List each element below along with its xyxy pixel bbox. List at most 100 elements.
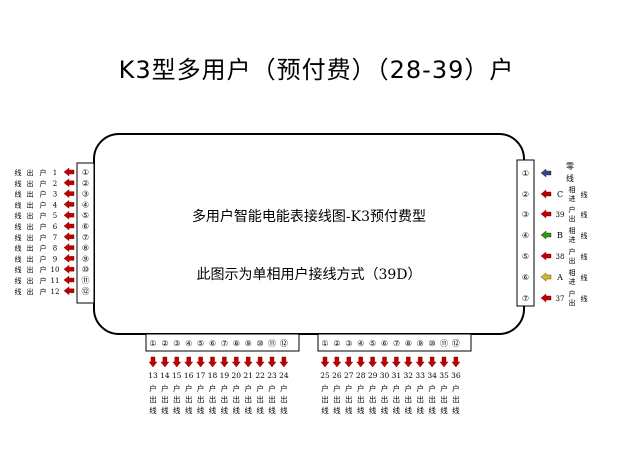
- bottom-group1-char-xian: 线: [256, 405, 264, 415]
- bottom-group1-char-hu: 户: [173, 383, 181, 393]
- bottom-group2-char-hu: 户: [452, 383, 460, 393]
- left-household-number: 12: [51, 288, 60, 296]
- left-terminal-block: [76, 162, 95, 304]
- bottom-group1-char-xian: 线: [221, 405, 229, 415]
- bottom-group2-out-arrow: [403, 356, 413, 368]
- meter-body: [93, 133, 525, 335]
- left-char-hu: 户: [40, 190, 47, 199]
- bottom-group1-char-chu: 出: [244, 394, 252, 404]
- right-household-number: 37: [556, 295, 565, 303]
- right-phase-char: 线: [581, 190, 588, 199]
- bottom-group1-char-xian: 线: [280, 405, 288, 415]
- bottom-group1-char-xian: 线: [209, 405, 217, 415]
- bottom-group1-terminal-label: ③: [173, 339, 180, 348]
- bottom-group1-out-arrow: [148, 356, 158, 368]
- left-char-hu: 户: [40, 179, 47, 188]
- bottom-group1-terminal-label: ⑫: [280, 339, 288, 348]
- bottom-group2-char-xian: 线: [345, 405, 353, 415]
- bottom-group1-out-arrow: [279, 356, 289, 368]
- left-char-hu: 户: [40, 244, 47, 253]
- bottom-group2-out-arrow: [451, 356, 461, 368]
- bottom-group1-household-number: 16: [184, 371, 194, 380]
- bottom-group2-out-arrow: [332, 356, 342, 368]
- bottom-group2-terminal-label: ⑩: [429, 339, 436, 348]
- left-out-arrow: [63, 286, 75, 296]
- left-char-chu: 出: [27, 168, 34, 177]
- bottom-group2-char-xian: 线: [416, 405, 424, 415]
- bottom-group1-char-xian: 线: [233, 405, 241, 415]
- left-household-number: 9: [53, 255, 57, 263]
- bottom-group1-terminal-label: ⑥: [209, 339, 216, 348]
- bottom-group2-char-xian: 线: [357, 405, 365, 415]
- bottom-group1-char-chu: 出: [173, 394, 181, 404]
- left-terminal-label: ⑥: [82, 222, 89, 231]
- right-zero-char: 线: [566, 173, 574, 183]
- left-household-number: 11: [51, 277, 60, 285]
- left-char-xian: 线: [15, 287, 22, 296]
- left-char-hu: 户: [40, 276, 47, 285]
- bottom-group2-char-hu: 户: [405, 383, 413, 393]
- left-terminal-label: ⑧: [82, 244, 89, 253]
- right-phase-char: 进: [569, 278, 576, 286]
- left-out-arrow: [63, 221, 75, 231]
- bottom-group1-char-hu: 户: [185, 383, 193, 393]
- bottom-group1-char-hu: 户: [256, 383, 264, 393]
- bottom-group2-char-xian: 线: [452, 405, 460, 415]
- bottom-group1-household-number: 14: [160, 371, 170, 380]
- right-out-char: 出: [569, 298, 576, 307]
- bottom-group1-out-arrow: [255, 356, 265, 368]
- bottom-group1-terminal-label: ①: [149, 339, 156, 348]
- left-out-arrow: [63, 253, 75, 263]
- meter-subcaption: 此图示为单相用户接线方式（39D）: [196, 267, 422, 283]
- left-terminal-label: ⑤: [82, 211, 89, 220]
- bottom-group1-char-xian: 线: [185, 405, 193, 415]
- bottom-group2-terminal-label: ③: [345, 339, 352, 348]
- bottom-group1-char-hu: 户: [233, 383, 241, 393]
- left-char-chu: 出: [27, 190, 34, 199]
- bottom-group2-out-arrow: [415, 356, 425, 368]
- right-out-char: 出: [569, 214, 576, 223]
- bottom-group1-char-hu: 户: [197, 383, 205, 393]
- bottom-group2-char-xian: 线: [428, 405, 436, 415]
- left-char-hu: 户: [40, 200, 47, 209]
- right-out-arrow: [540, 293, 552, 303]
- bottom-group2-household-number: 32: [404, 371, 414, 380]
- bottom-group1-char-hu: 户: [244, 383, 252, 393]
- bottom-group1-out-arrow: [184, 356, 194, 368]
- bottom-group1-char-hu: 户: [268, 383, 276, 393]
- bottom-group1-out-arrow: [172, 356, 182, 368]
- right-out-char: 户: [569, 289, 576, 298]
- left-char-xian: 线: [15, 168, 22, 177]
- bottom-group2-out-arrow: [320, 356, 330, 368]
- left-household-number: 10: [51, 266, 60, 274]
- bottom-group1-household-number: 17: [196, 371, 206, 380]
- right-out-char: 户: [569, 247, 576, 256]
- bottom-group1-household-number: 19: [220, 371, 230, 380]
- bottom-group1-out-arrow: [231, 356, 241, 368]
- bottom-group1-char-hu: 户: [161, 383, 169, 393]
- left-out-arrow: [63, 275, 75, 285]
- left-char-xian: 线: [15, 244, 22, 253]
- left-terminal-label: ⑪: [82, 276, 90, 285]
- right-phase-char: 进: [569, 236, 576, 244]
- bottom-group1-char-chu: 出: [149, 394, 157, 404]
- left-char-xian: 线: [15, 222, 22, 231]
- bottom-group2-char-hu: 户: [321, 383, 329, 393]
- left-char-xian: 线: [15, 200, 22, 209]
- right-terminal-label: ⑦: [522, 294, 529, 303]
- left-char-chu: 出: [27, 244, 34, 253]
- bottom-group1-char-chu: 出: [256, 394, 264, 404]
- right-household-number: 38: [556, 253, 565, 261]
- zero-line-arrow: [540, 168, 552, 178]
- bottom-group2-char-chu: 出: [405, 394, 413, 404]
- phase-in-arrow: [540, 189, 552, 199]
- left-char-xian: 线: [15, 211, 22, 220]
- right-terminal-label: ③: [522, 210, 529, 219]
- left-char-hu: 户: [40, 265, 47, 274]
- left-out-arrow: [63, 167, 75, 177]
- bottom-group2-char-hu: 户: [393, 383, 401, 393]
- bottom-group2-household-number: 26: [332, 371, 342, 380]
- right-terminal-label: ④: [522, 231, 529, 240]
- meter-caption: 多用户智能电能表接线图-K3预付费型: [191, 209, 427, 225]
- bottom-group2-char-chu: 出: [345, 394, 353, 404]
